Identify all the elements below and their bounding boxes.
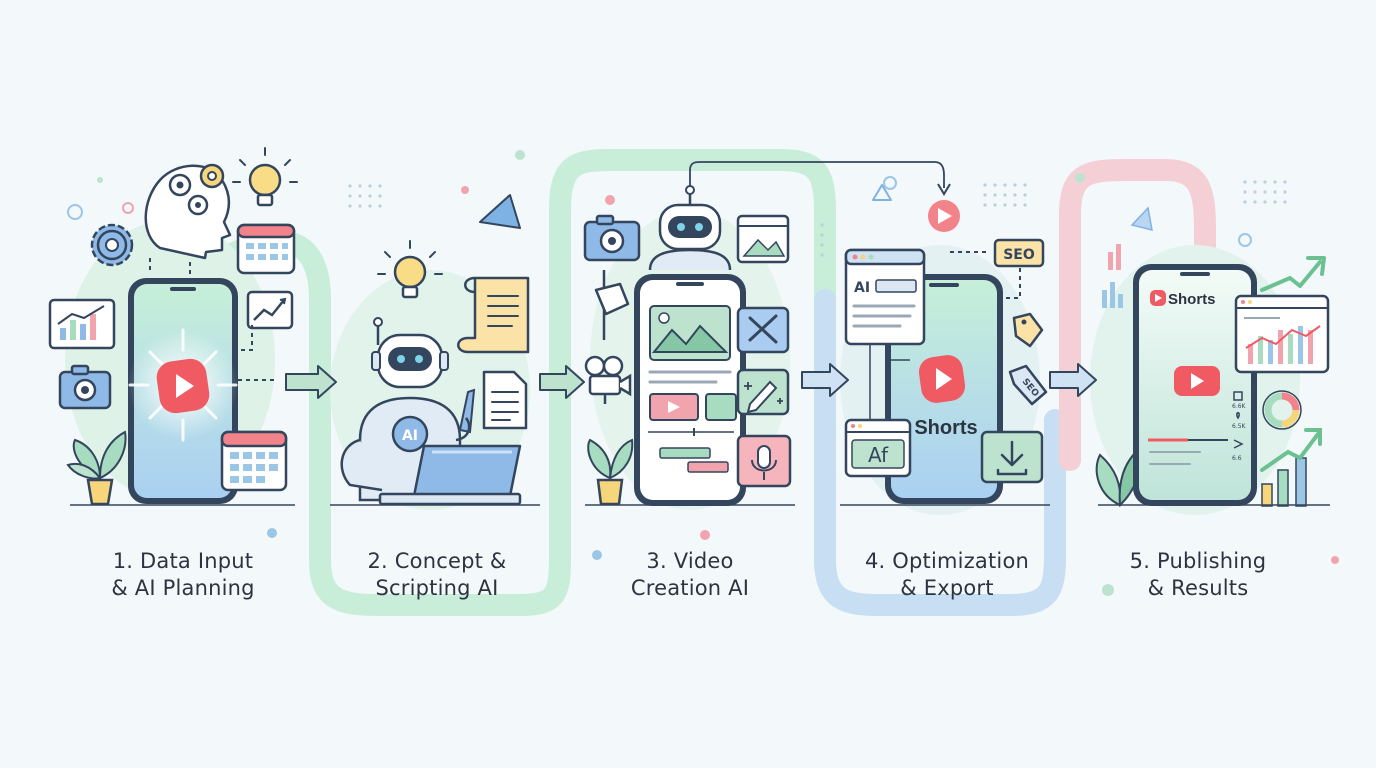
- step-5-title-line1: 5. Publishing: [1129, 549, 1267, 573]
- lightbulb-icon: [232, 147, 298, 207]
- font-card-label: Af: [868, 443, 889, 467]
- script-scroll-icon: [457, 276, 530, 354]
- phone-brand-label: Shorts: [914, 417, 977, 439]
- step-1-title-line2: & AI Planning: [111, 576, 255, 600]
- phone-mockup: [128, 278, 238, 504]
- gear-icon: [90, 223, 134, 267]
- step-2-title-line2: Scripting AI: [375, 576, 499, 600]
- step-1-label: 1. Data Input & AI Planning: [73, 548, 293, 602]
- growth-arrow-icon: [1260, 256, 1326, 292]
- step-1-illustration: [48, 147, 298, 506]
- flow-band-green: [219, 149, 836, 616]
- phone-mockup: [634, 274, 746, 506]
- plant-icon: [587, 438, 634, 506]
- step-5-title-line2: & Results: [1147, 576, 1249, 600]
- arrow-4-to-5: [1049, 363, 1097, 397]
- bar-stats-icon: [1102, 244, 1123, 308]
- download-icon: [980, 430, 1044, 484]
- stat-label: 6.5K: [1232, 423, 1247, 430]
- video-camera-icon: [584, 355, 632, 404]
- microphone-icon: [736, 434, 792, 488]
- step-5-illustration: Shorts 6.6K 6.5K 6.6: [1095, 244, 1330, 508]
- step-3-label: 3. Video Creation AI: [580, 548, 800, 602]
- bar-chart-card-icon: [48, 298, 116, 350]
- decorative-shapes: [67, 150, 1339, 596]
- step-4-title-line1: 4. Optimization: [864, 549, 1030, 573]
- flow-band-blue: [814, 289, 1066, 616]
- play-button-icon: [928, 200, 960, 232]
- seo-tag-label: SEO: [1003, 247, 1035, 263]
- dot-grid-decoration: [348, 180, 1287, 257]
- step-5-label: 5. Publishing & Results: [1088, 548, 1308, 602]
- browser-window-icon: AI: [844, 248, 926, 346]
- document-icon: [482, 370, 528, 430]
- stat-label: 6.6K: [1232, 403, 1247, 410]
- image-card-icon: [736, 214, 790, 264]
- robot-chest-label: AI: [402, 428, 418, 444]
- camera-icon: [583, 214, 641, 262]
- step-2-label: 2. Concept & Scripting AI: [327, 548, 547, 602]
- step-2-title-line1: 2. Concept &: [367, 549, 507, 573]
- edit-tools-icon: [736, 306, 790, 354]
- arrow-1-to-2: [285, 365, 337, 399]
- arrow-2-to-3: [539, 365, 585, 399]
- step-4-label: 4. Optimization & Export: [837, 548, 1057, 602]
- camera-icon: [58, 364, 112, 410]
- growth-bars-icon: [1260, 428, 1322, 507]
- calendar-icon: [236, 223, 296, 275]
- step-1-title-line1: 1. Data Input: [112, 549, 254, 573]
- robot-head-icon: [648, 185, 732, 271]
- price-tag-icon: SEO: [1008, 364, 1048, 406]
- step-3-title-line1: 3. Video: [646, 549, 734, 573]
- step-3-illustration: [583, 161, 951, 506]
- plant-icon: [66, 430, 127, 506]
- calendar-icon: [220, 430, 288, 492]
- analytics-card-icon: [1234, 294, 1330, 374]
- step-2-illustration: AI: [330, 240, 540, 506]
- font-card-icon: Af: [844, 418, 912, 478]
- seo-tag-icon: SEO: [993, 238, 1045, 268]
- flow-band-pink: [1059, 159, 1216, 471]
- brain-head-icon: [144, 164, 232, 260]
- line-chart-card-icon: [246, 290, 294, 330]
- step-3-title-line2: Creation AI: [630, 576, 750, 600]
- donut-chart-icon: [1262, 390, 1302, 430]
- spotlight-icon: [594, 270, 630, 340]
- lightbulb-icon: [377, 240, 443, 299]
- phone-brand-label: Shorts: [1168, 291, 1216, 308]
- gear-icon: [199, 163, 225, 189]
- arrow-3-to-4: [801, 363, 849, 397]
- magic-pencil-icon: [736, 368, 790, 416]
- laptop-icon: [378, 444, 522, 506]
- stat-label: 6.6: [1232, 455, 1242, 462]
- step-4-title-line2: & Export: [900, 576, 994, 600]
- price-tag-icon: [1012, 312, 1044, 348]
- phone-mockup: Shorts 6.6K 6.5K 6.6: [1133, 264, 1257, 506]
- step-4-illustration: Shorts AI SEO SEO: [840, 200, 1050, 506]
- browser-ai-label: AI: [854, 280, 870, 296]
